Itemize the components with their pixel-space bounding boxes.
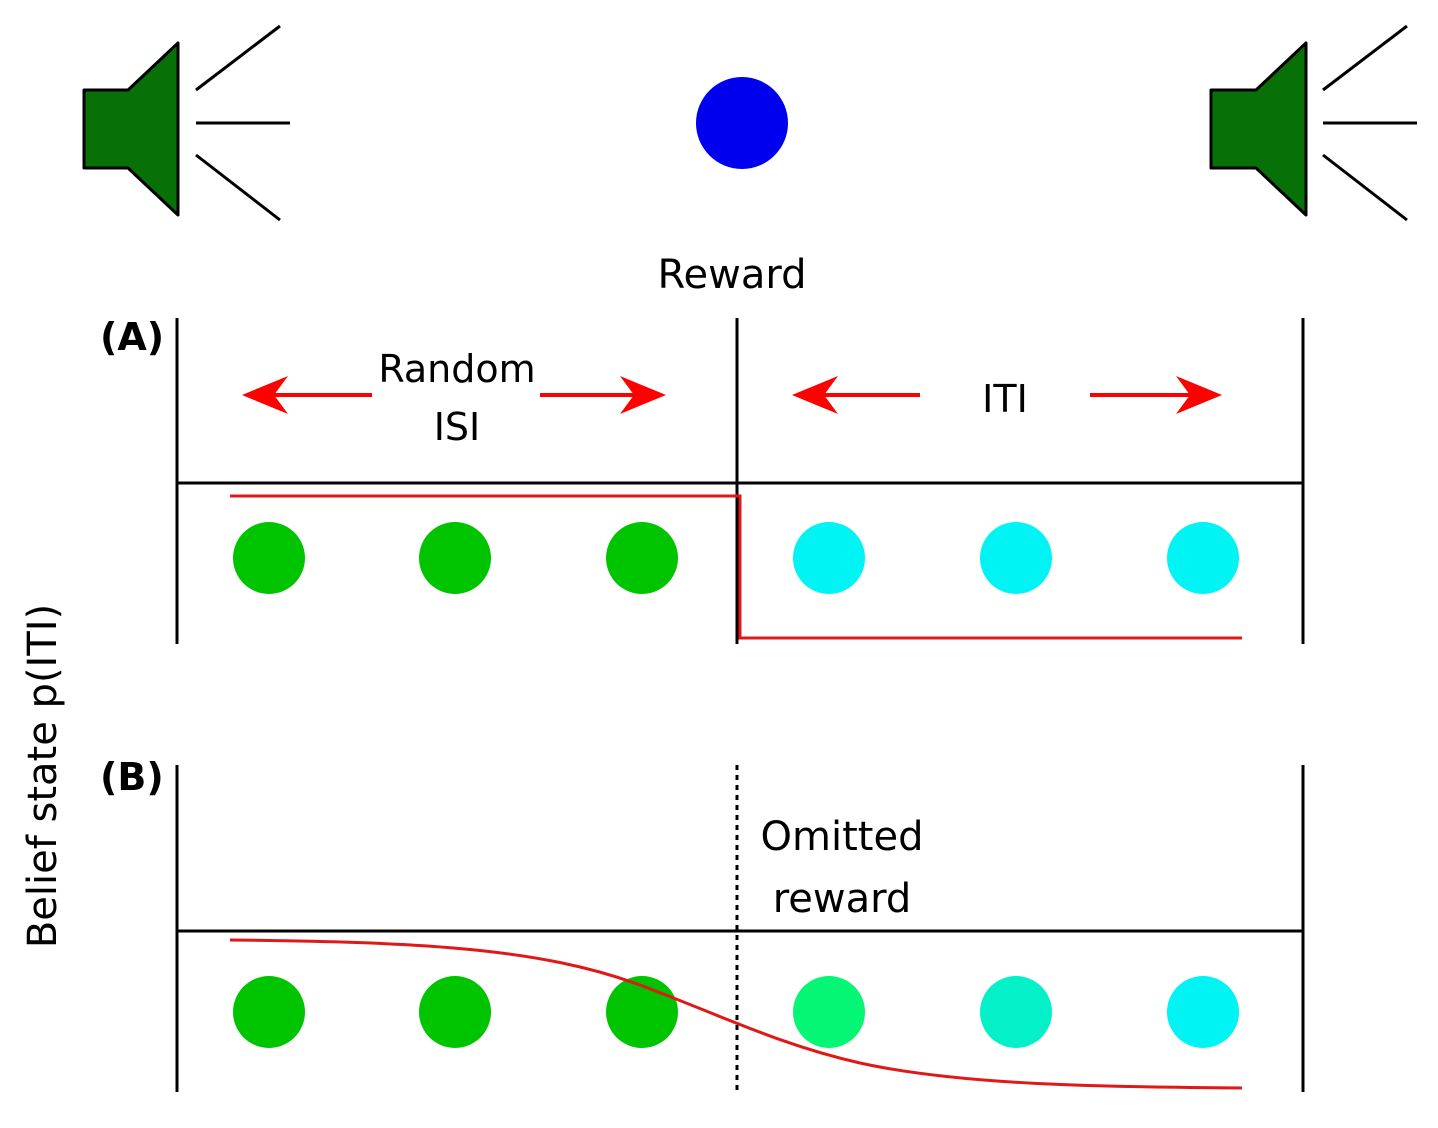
speaker-body	[1209, 41, 1308, 217]
panel-b-tag: (B)	[100, 755, 164, 799]
panel-a-tag: (A)	[100, 315, 164, 359]
reward-label: Reward	[658, 252, 807, 298]
iti-label: ITI	[982, 377, 1028, 421]
sound-wave-line	[195, 153, 281, 222]
isi-left-arrow	[242, 376, 372, 414]
iti-left-arrow	[792, 376, 920, 414]
panel-a: (A) Random ISI ITI	[100, 315, 1305, 644]
iti-state-circle	[980, 522, 1052, 594]
state-circle	[1167, 976, 1239, 1048]
state-circle	[980, 976, 1052, 1048]
right-speaker-icon	[1209, 24, 1417, 222]
belief-step-curve	[230, 494, 1242, 640]
y-axis-label: Belief state p(ITI)	[20, 604, 66, 948]
omitted-label-line1: Omitted	[761, 814, 924, 860]
isi-label-line2: ISI	[434, 405, 481, 449]
omitted-label-line2: reward	[773, 876, 912, 922]
panel-b: (B) Omitted reward	[100, 755, 1305, 1092]
iti-state-circle	[1167, 522, 1239, 594]
reward-dot-icon	[696, 77, 788, 169]
belief-sigmoid-curve	[229, 938, 1243, 1090]
left-speaker-icon	[82, 24, 290, 222]
state-circle	[419, 976, 491, 1048]
sound-wave-line	[195, 24, 281, 92]
sound-wave-line	[1322, 24, 1408, 92]
speaker-body	[82, 41, 180, 217]
state-circle	[793, 976, 865, 1048]
sound-wave-line	[1322, 153, 1408, 222]
isi-state-circle	[606, 522, 678, 594]
state-circle	[233, 976, 305, 1048]
iti-right-arrow	[1090, 376, 1222, 414]
isi-state-circle	[233, 522, 305, 594]
isi-label-line1: Random	[378, 347, 535, 391]
isi-right-arrow	[540, 376, 666, 414]
iti-state-circle	[793, 522, 865, 594]
isi-state-circle	[419, 522, 491, 594]
